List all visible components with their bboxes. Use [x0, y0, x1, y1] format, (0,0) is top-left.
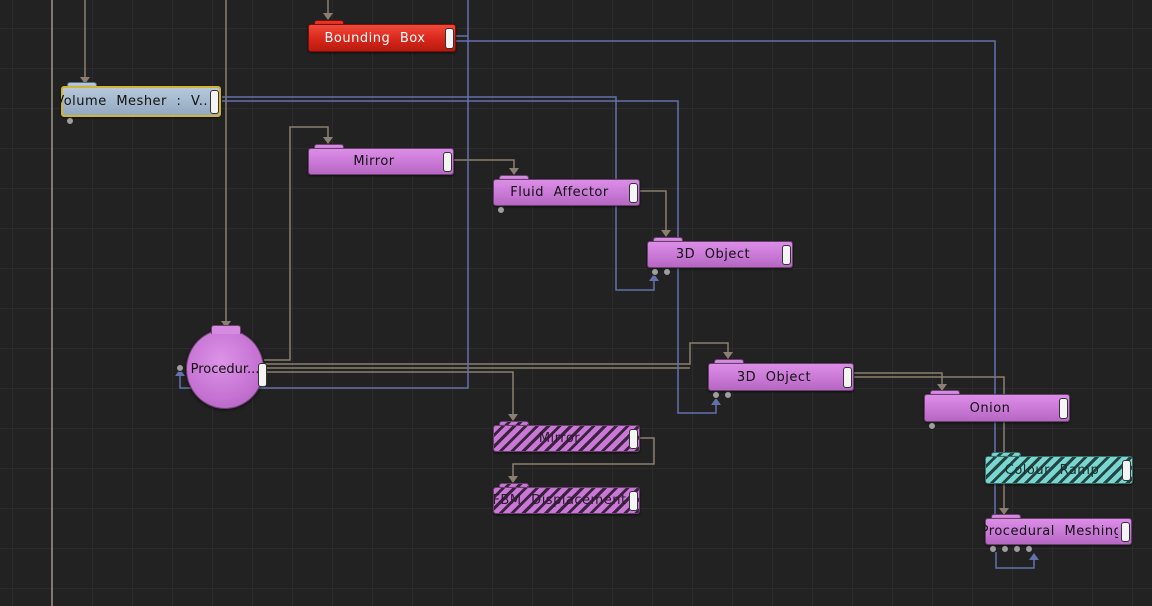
wire-bbox-to-meshing [456, 40, 996, 518]
node-body [61, 86, 221, 117]
wire-mesher-to-3dobject-mid [222, 100, 717, 414]
arrow-meshing [999, 508, 1009, 515]
arrow-3dobject-mid [723, 352, 733, 359]
node-body [493, 425, 640, 452]
fluid-affector-node[interactable]: Fluid Affector [493, 175, 640, 206]
output-handle[interactable] [629, 183, 638, 203]
arrow-mirror [323, 137, 333, 144]
3d-object-top-label: 3D Object [675, 247, 751, 262]
wire-mirror-to-fbm [512, 437, 655, 480]
input-port[interactable] [176, 364, 184, 372]
arrow-fluid [509, 168, 519, 175]
wire-3dobject-to-onion [854, 372, 943, 388]
arrow-onion [937, 384, 947, 391]
output-handle[interactable] [1121, 522, 1130, 542]
arrow-blue-procedural [175, 369, 185, 376]
output-handle[interactable] [443, 152, 452, 172]
3d-object-top-node[interactable]: 3D Object [647, 237, 793, 268]
node-body [493, 487, 640, 514]
wire-procedural-to-mirror-disabled [264, 371, 514, 418]
bounding-box-node[interactable]: Bounding Box [308, 20, 456, 52]
input-port[interactable] [989, 545, 997, 553]
output-handle[interactable] [629, 491, 638, 511]
node-body [708, 363, 854, 391]
input-port[interactable] [663, 268, 671, 276]
fbm-displacement-label: FBM Displacement [493, 493, 626, 508]
volume-mesher-node[interactable]: Volume Mesher : V... [61, 82, 221, 117]
arrow-fbm [508, 476, 518, 483]
colour-ramp-node[interactable]: Colour Ramp [985, 452, 1133, 484]
output-handle[interactable] [1059, 398, 1068, 419]
arrow-procedural [221, 321, 231, 328]
procedural-meshing-node[interactable]: Procedural Meshing [985, 514, 1132, 545]
bounding-box-label: Bounding Box [324, 30, 426, 46]
input-port[interactable] [651, 268, 659, 276]
procedural-node[interactable]: Procedur... [186, 325, 267, 409]
arrow-volume-mesher [80, 77, 90, 84]
input-port[interactable] [712, 391, 720, 399]
arrow-blue-3dobject-top [649, 274, 659, 281]
procedural-label: Procedur... [190, 361, 260, 377]
procedural-meshing-label: Procedural Meshing [985, 524, 1118, 539]
wire-procedural-to-3dobject-mid [264, 342, 729, 365]
output-handle[interactable] [629, 429, 638, 449]
output-handle[interactable] [1122, 460, 1131, 481]
fluid-affector-label: Fluid Affector [510, 185, 609, 200]
node-body [308, 24, 456, 52]
wire-meshing-loop [995, 552, 1035, 569]
mirror-node[interactable]: Mirror [308, 144, 454, 175]
node-body [493, 179, 640, 206]
node-body [985, 518, 1132, 545]
wire-mirror-to-fluid [454, 159, 515, 172]
3d-object-mid-node[interactable]: 3D Object [708, 359, 854, 391]
input-port[interactable] [1001, 545, 1009, 553]
arrow-bounding-box [323, 13, 333, 20]
wire-procedural-to-mirror [264, 126, 329, 361]
node-body [924, 394, 1070, 422]
onion-node[interactable]: Onion [924, 390, 1070, 422]
arrow-mirror-disabled [508, 414, 518, 421]
mirror-disabled-label: Mirror [538, 431, 581, 446]
arrow-blue-3dobject-mid [711, 398, 721, 405]
input-port[interactable] [66, 117, 74, 125]
wire-bbox-to-procedural [264, 0, 469, 389]
output-handle[interactable] [445, 28, 454, 49]
fbm-displacement-node[interactable]: FBM Displacement [493, 483, 640, 514]
mirror-disabled-node[interactable]: Mirror [493, 421, 640, 452]
arrow-blue-meshing [1029, 553, 1039, 560]
node-tab [211, 325, 241, 334]
node-body [647, 241, 793, 268]
wire-fluid-to-3dobject [640, 190, 667, 234]
input-port[interactable] [1025, 545, 1033, 553]
output-handle[interactable] [782, 245, 791, 265]
onion-label: Onion [969, 400, 1011, 416]
arrow-3dobject-top [661, 230, 671, 237]
output-handle[interactable] [258, 363, 267, 387]
mirror-label: Mirror [353, 154, 395, 169]
wire-mesher-to-3dobject-top [222, 96, 655, 291]
output-handle[interactable] [843, 367, 852, 388]
node-body [308, 148, 454, 175]
colour-ramp-label: Colour Ramp [1004, 462, 1100, 478]
output-handle[interactable] [210, 90, 219, 114]
3d-object-mid-label: 3D Object [736, 369, 812, 385]
input-port[interactable] [724, 391, 732, 399]
volume-mesher-label: Volume Mesher : V... [61, 94, 207, 109]
input-port[interactable] [497, 206, 505, 214]
input-port[interactable] [928, 422, 936, 430]
input-port[interactable] [1013, 545, 1021, 553]
node-body [985, 456, 1133, 484]
